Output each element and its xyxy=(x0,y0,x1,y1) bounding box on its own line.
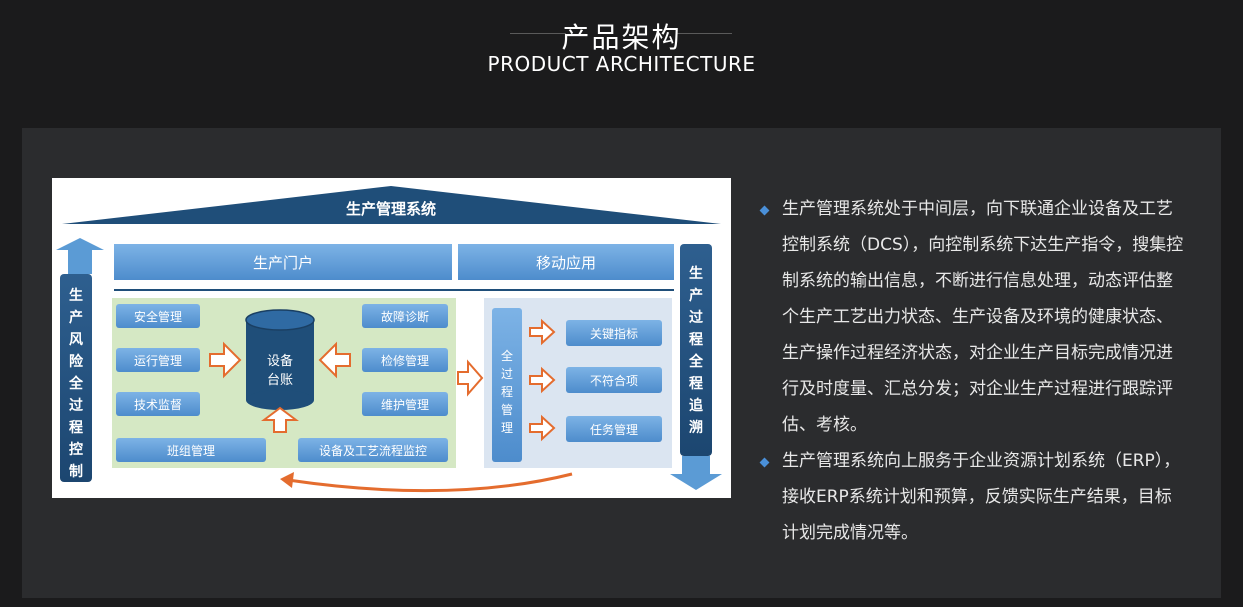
vertical-char: 险 xyxy=(69,353,84,370)
vertical-char: 程 xyxy=(689,332,703,348)
module-diagnosis-label: 故障诊断 xyxy=(381,309,429,324)
vertical-char: 理 xyxy=(501,421,513,435)
module-team xyxy=(116,438,266,462)
mobile-bar xyxy=(458,244,674,280)
vertical-char: 产 xyxy=(689,287,703,304)
left-vertical-bar xyxy=(60,274,92,482)
vertical-char: 过 xyxy=(501,367,513,381)
module-operation-label: 运行管理 xyxy=(134,353,182,368)
roof-shape xyxy=(62,186,721,224)
feedback-arrow-head xyxy=(280,472,294,488)
vertical-char: 过 xyxy=(689,309,703,326)
module-maintenance-label: 维护管理 xyxy=(381,397,429,412)
process-vertical-bar xyxy=(492,308,522,462)
vertical-char: 追 xyxy=(689,397,703,414)
arrow-bottom-to-center xyxy=(261,406,299,433)
title-right-rule xyxy=(676,33,732,34)
module-overhaul-label: 检修管理 xyxy=(381,353,429,368)
title-left-rule xyxy=(510,33,566,34)
vertical-char: 全 xyxy=(688,353,704,370)
page-subtitle: PRODUCT ARCHITECTURE xyxy=(487,52,756,76)
right-vertical-bar xyxy=(680,244,712,456)
module-supervision-label: 技术监督 xyxy=(134,397,182,412)
cylinder-label-2: 台账 xyxy=(267,373,293,388)
description-item: 生产管理系统向上服务于企业资源计划系统（ERP），接收ERP系统计划和预算，反馈… xyxy=(759,443,1185,551)
module-safety-label: 安全管理 xyxy=(134,309,182,324)
diamond-bullet-icon xyxy=(759,457,770,468)
output-kpi-label: 关键指标 xyxy=(590,326,638,341)
vertical-char: 生 xyxy=(69,287,83,304)
page-title: 产品架构 xyxy=(561,21,682,54)
module-supervision xyxy=(116,392,200,416)
arrow-left-to-center xyxy=(209,341,242,379)
vertical-char: 全 xyxy=(501,348,513,363)
vertical-char: 程 xyxy=(689,376,703,392)
description-text: 生产管理系统处于中间层，向下联通企业设备及工艺控制系统（DCS），向控制系统下达… xyxy=(782,199,1184,435)
vertical-char: 全 xyxy=(68,375,84,392)
output-nonconformity-label: 不符合项 xyxy=(590,373,638,388)
portal-bar xyxy=(114,244,452,280)
mobile-label: 移动应用 xyxy=(536,254,596,272)
module-monitoring-label: 设备及工艺流程监控 xyxy=(319,443,427,458)
left-up-arrow xyxy=(56,238,104,274)
vertical-char: 生 xyxy=(689,265,703,282)
output-kpi xyxy=(566,320,662,346)
output-task-label: 任务管理 xyxy=(590,422,638,437)
section-header: 产品架构 PRODUCT ARCHITECTURE xyxy=(0,0,1243,100)
description-list: 生产管理系统处于中间层，向下联通企业设备及工艺控制系统（DCS），向控制系统下达… xyxy=(759,191,1185,551)
cylinder-label-1: 设备 xyxy=(267,353,293,369)
diamond-bullet-icon xyxy=(759,205,770,216)
arrow-to-kpi xyxy=(529,318,556,346)
module-overhaul xyxy=(362,348,448,372)
feedback-curve-arrow xyxy=(287,472,573,493)
output-task xyxy=(566,416,662,442)
output-nonconformity xyxy=(566,367,662,393)
vertical-char: 风 xyxy=(69,332,83,348)
module-safety xyxy=(116,304,200,328)
module-diagnosis xyxy=(362,304,448,328)
module-team-label: 班组管理 xyxy=(167,443,215,458)
module-monitoring xyxy=(298,438,448,462)
roof-label: 生产管理系统 xyxy=(346,200,436,218)
module-maintenance xyxy=(362,392,448,416)
equipment-ledger-cylinder xyxy=(245,309,315,410)
right-down-arrow xyxy=(670,456,722,490)
description-item: 生产管理系统处于中间层，向下联通企业设备及工艺控制系统（DCS），向控制系统下达… xyxy=(759,191,1185,443)
arrow-to-nonconformity xyxy=(529,366,556,394)
module-operation xyxy=(116,348,200,372)
arrow-to-process xyxy=(457,359,484,397)
vertical-char: 控 xyxy=(69,441,83,458)
vertical-char: 程 xyxy=(501,384,513,399)
description-text: 生产管理系统向上服务于企业资源计划系统（ERP），接收ERP系统计划和预算，反馈… xyxy=(782,451,1181,543)
vertical-char: 程 xyxy=(69,420,83,436)
architecture-diagram: 生产管理系统 生产风险全过程控制 生产过程全程追溯 生产门户 移动应用 安全管理… xyxy=(52,178,731,498)
arrow-right-to-center xyxy=(318,341,351,379)
vertical-char: 产 xyxy=(69,309,83,326)
portal-label: 生产门户 xyxy=(253,254,313,272)
vertical-char: 过 xyxy=(69,397,83,414)
vertical-char: 管 xyxy=(501,402,513,417)
vertical-char: 制 xyxy=(69,463,83,480)
arrow-to-task xyxy=(529,414,556,442)
vertical-char: 溯 xyxy=(689,419,703,436)
